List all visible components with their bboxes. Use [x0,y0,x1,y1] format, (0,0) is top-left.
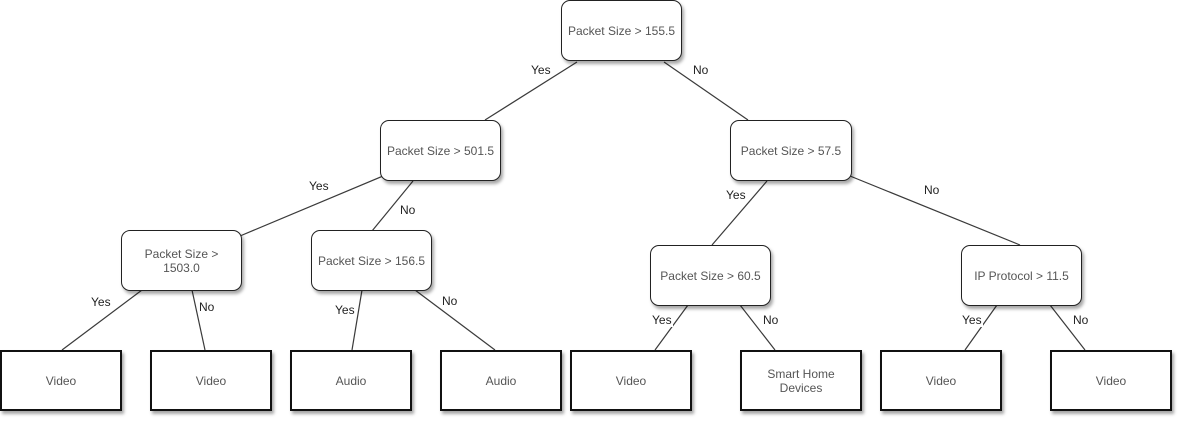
label-l2d-no: No [1072,313,1090,327]
edge-l1right-yes [711,180,768,246]
label-l1left-yes: Yes [308,179,330,193]
edge-l2b-no [414,289,496,351]
edge-l2b-yes [351,289,363,351]
node-l1-left: Packet Size > 501.5 [380,120,501,181]
leaf-6: Smart Home Devices [740,350,862,411]
node-l2-d: IP Protocol > 11.5 [961,245,1082,306]
edge-root-yes [484,61,578,121]
label-l2b-yes: Yes [334,303,356,317]
leaf-1: Video [0,350,122,411]
node-l2-c: Packet Size > 60.5 [650,245,771,306]
edge-l2a-no [191,289,206,351]
label-l1right-yes: Yes [725,188,747,202]
edge-l2d-yes [964,304,998,351]
edge-l1left-no [371,180,414,232]
node-l1-right: Packet Size > 57.5 [730,120,852,181]
edge-l2c-yes [654,304,689,351]
leaf-8: Video [1050,350,1172,411]
leaf-3: Audio [290,350,412,411]
label-l1right-no: No [923,183,941,197]
leaf-4: Audio [440,350,562,411]
edge-l2d-no [1049,304,1086,351]
label-l2b-no: No [441,294,459,308]
edge-l2a-yes [61,289,143,351]
edge-l1left-yes [239,175,384,237]
label-l2a-no: No [198,300,216,314]
label-root-yes: Yes [530,63,552,77]
edge-l1right-no [849,175,1021,246]
label-root-no: No [692,63,710,77]
label-l2d-yes: Yes [961,313,983,327]
label-l2c-yes: Yes [651,313,673,327]
node-l2-b: Packet Size > 156.5 [311,230,432,291]
edge-l2c-no [739,304,776,351]
label-l2a-yes: Yes [90,295,112,309]
edge-root-no [663,61,749,121]
leaf-5: Video [570,350,692,411]
leaf-7: Video [880,350,1002,411]
node-l2-a: Packet Size > 1503.0 [121,230,242,291]
node-root: Packet Size > 155.5 [561,0,682,61]
label-l2c-no: No [762,313,780,327]
label-l1left-no: No [399,203,417,217]
leaf-2: Video [150,350,272,411]
